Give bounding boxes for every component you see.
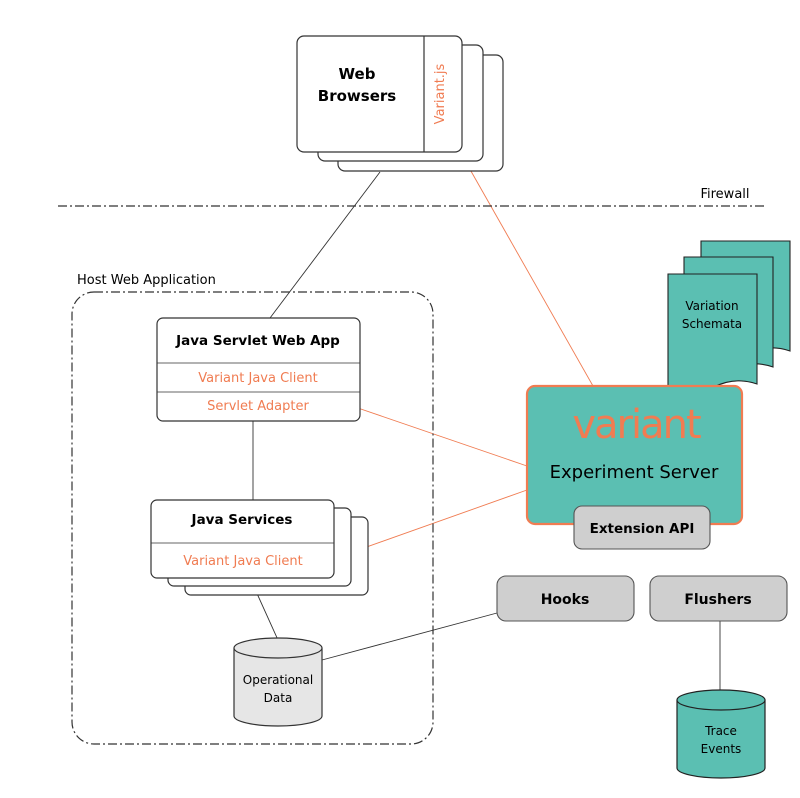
browsers-title-line1: Web xyxy=(339,65,376,83)
host-web-application: Host Web Application xyxy=(71,273,434,745)
hooks-label: Hooks xyxy=(541,592,590,608)
variation-schemata: Variation Schemata xyxy=(667,240,791,396)
servlet-client: Variant Java Client xyxy=(198,371,317,386)
connector-opdata-hooks xyxy=(321,612,498,661)
java-servlet-web-app: Java Servlet Web App Variant Java Client… xyxy=(156,317,361,422)
web-browsers: Web Browsers Variant.js xyxy=(296,35,504,172)
servlet-adapter: Servlet Adapter xyxy=(207,399,309,414)
servlet-title: Java Servlet Web App xyxy=(175,333,340,349)
trace-events-db: Trace Events xyxy=(676,689,766,779)
connector-variantjs-server xyxy=(454,142,594,387)
connector-adapter-server xyxy=(351,405,528,467)
services-client: Variant Java Client xyxy=(183,554,302,569)
extension-api-label: Extension API xyxy=(590,521,695,537)
host-label: Host Web Application xyxy=(77,273,216,288)
schemata-line1: Variation xyxy=(685,299,738,313)
server-title: Experiment Server xyxy=(550,462,719,483)
services-title: Java Services xyxy=(191,512,293,528)
opdata-line2: Data xyxy=(264,691,293,705)
flushers: Flushers xyxy=(649,575,788,622)
opdata-line1: Operational xyxy=(243,673,313,687)
schemata-line2: Schemata xyxy=(682,317,742,331)
variant-logo: variant xyxy=(572,402,701,448)
variant-js-label: Variant.js xyxy=(433,63,448,124)
browsers-title-line2: Browsers xyxy=(318,87,396,105)
java-services: Java Services Variant Java Client xyxy=(150,499,369,596)
firewall: Firewall xyxy=(58,187,765,207)
firewall-label: Firewall xyxy=(700,187,749,202)
trace-line1: Trace xyxy=(704,724,737,738)
experiment-server: variant Experiment Server xyxy=(525,384,744,526)
connector-browser-servlet xyxy=(269,171,381,319)
flushers-label: Flushers xyxy=(684,592,751,608)
hooks: Hooks xyxy=(496,575,635,622)
trace-line2: Events xyxy=(701,742,742,756)
extension-api: Extension API xyxy=(573,505,711,550)
operational-data-db: Operational Data xyxy=(233,637,323,727)
